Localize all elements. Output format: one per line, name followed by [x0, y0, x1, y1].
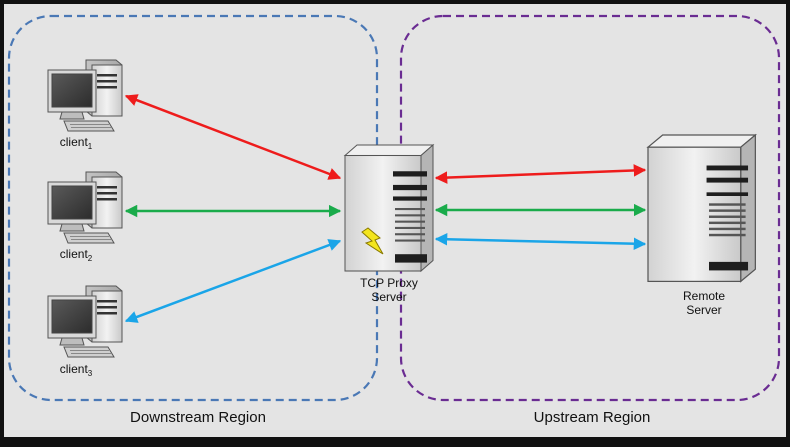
remote-server-icon [646, 133, 758, 283]
client-1-label: client1 [46, 135, 106, 151]
link-proxy-remote-red [434, 164, 647, 184]
client-1-index: 1 [87, 142, 93, 151]
client-1-name: client [59, 135, 88, 149]
remote-server-label-line2: Server [686, 303, 722, 317]
proxy-server-icon [343, 143, 435, 273]
link-proxy-remote-blue [434, 233, 647, 250]
remote-server-label-line1: Remote [682, 289, 726, 303]
proxy-server-label-line1: TCP Proxy [360, 276, 418, 290]
client-3-name: client [59, 362, 88, 376]
client-2-name: client [59, 247, 88, 261]
link-client3-proxy [124, 239, 342, 323]
upstream-region-label: Upstream Region [533, 409, 651, 426]
client-3-label: client3 [46, 362, 106, 378]
proxy-server-label: TCP Proxy Server [344, 276, 434, 304]
remote-server-label: Remote Server [659, 289, 749, 317]
client-2-index: 2 [87, 254, 93, 263]
client-3-index: 3 [87, 369, 93, 378]
downstream-region-label: Downstream Region [130, 409, 266, 426]
proxy-server-label-line2: Server [371, 290, 407, 304]
client-2-label: client2 [46, 247, 106, 263]
client-1-workstation-icon [47, 59, 123, 132]
lightning-icon [361, 227, 384, 255]
link-client1-proxy [124, 94, 342, 180]
client-3-workstation-icon [47, 285, 123, 358]
client-2-workstation-icon [47, 171, 123, 244]
